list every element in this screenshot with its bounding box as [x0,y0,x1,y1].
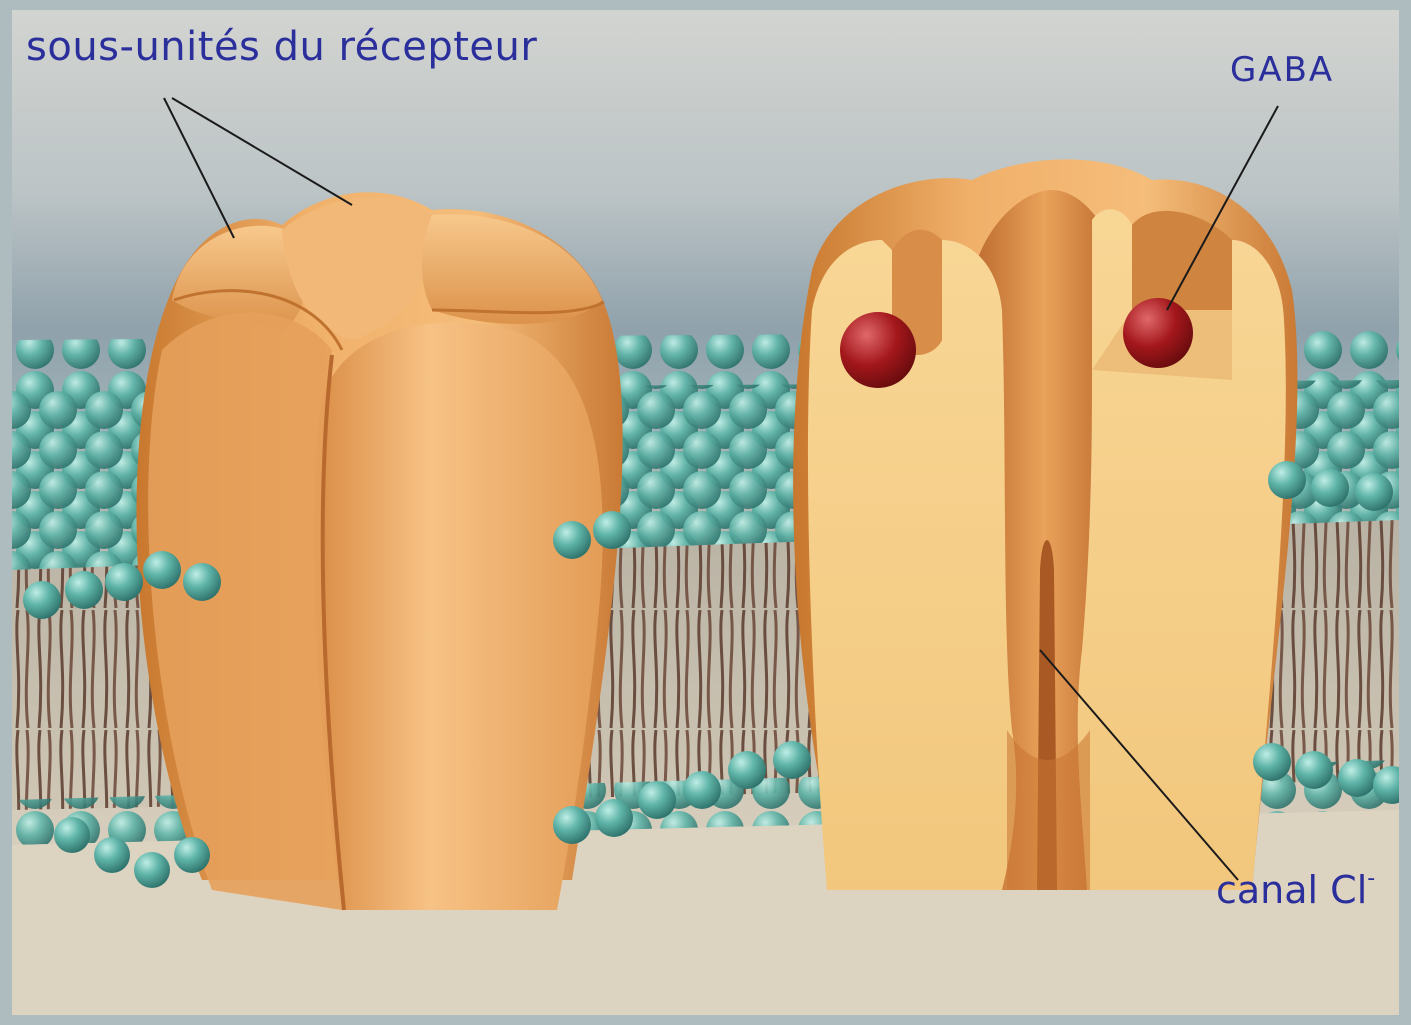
gaba-molecule-right [1123,298,1193,368]
receptor-illustration [12,10,1399,1015]
label-chloride-channel: canal Cl- [1216,866,1375,912]
label-receptor-subunits: sous-unités du récepteur [26,24,537,70]
gaba-molecule-left [840,312,916,388]
label-gaba: GABA [1230,50,1334,90]
label-chloride-channel-text: canal Cl [1216,868,1367,912]
label-chloride-charge: - [1367,866,1375,891]
illustration-canvas: sous-unités du récepteur GABA canal Cl- [12,10,1399,1015]
cutaway-receptor [793,159,1297,890]
intact-receptor [136,192,622,910]
